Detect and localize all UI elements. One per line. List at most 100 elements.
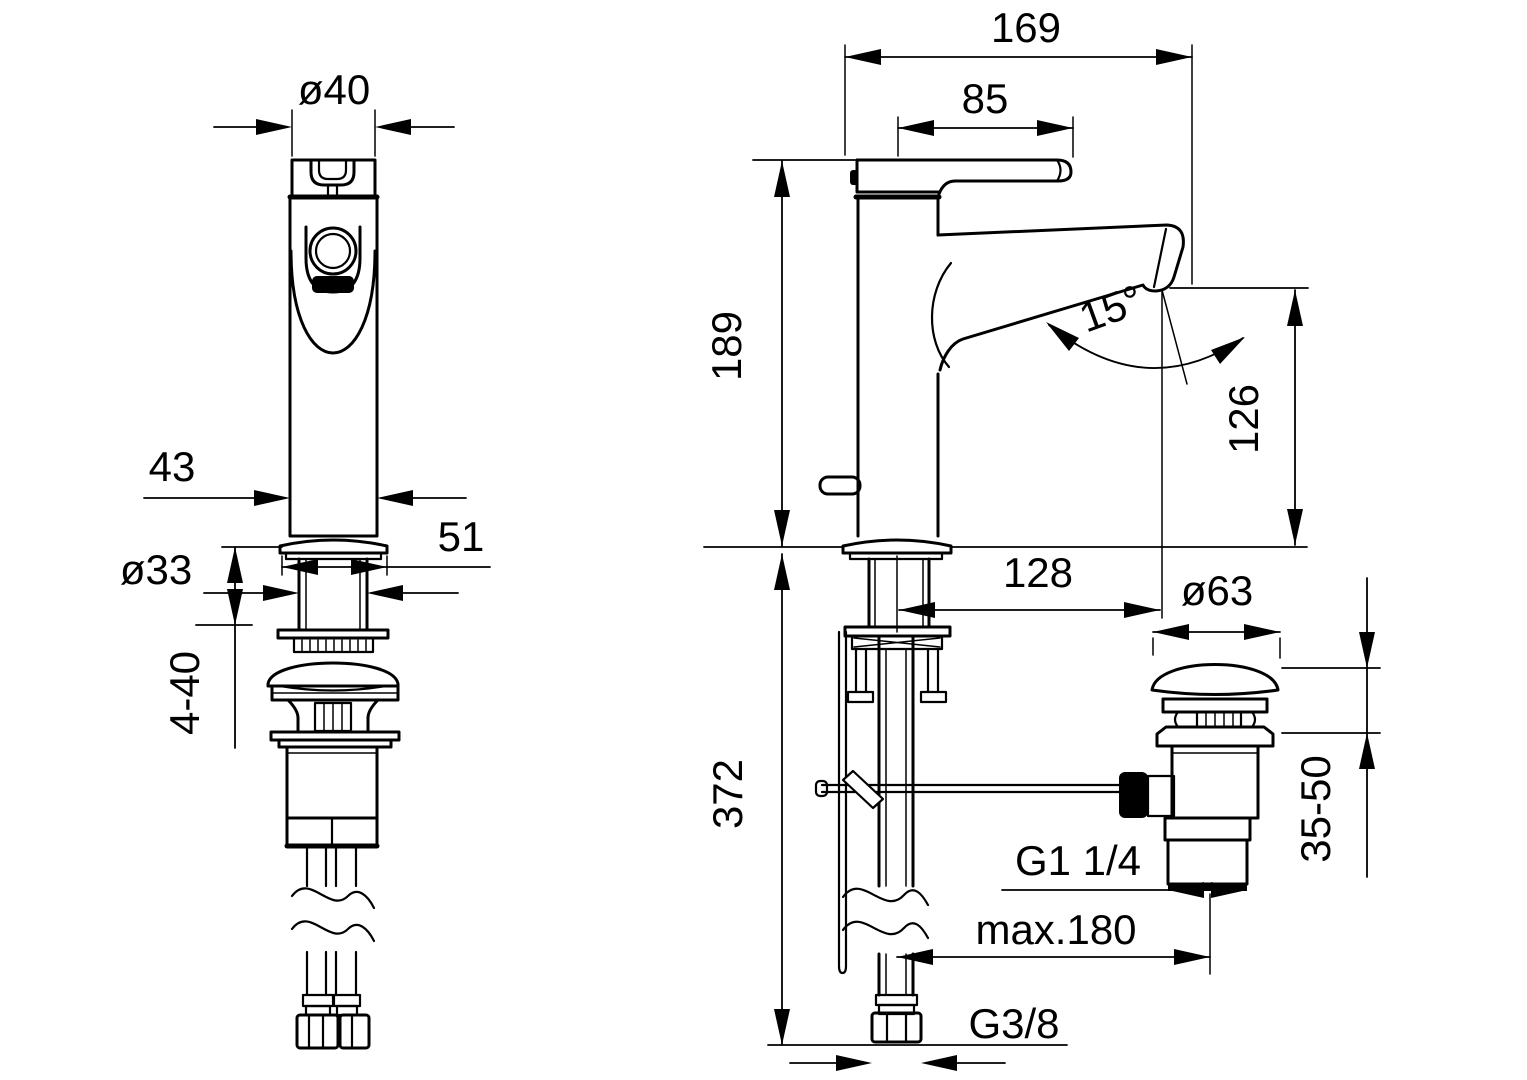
dim-label-4-40: 4-40 — [161, 651, 208, 735]
pop-up-rod — [837, 630, 848, 975]
front-view: ø40 43 — [120, 66, 491, 1050]
tailpiece-end — [1168, 884, 1247, 891]
spout-front — [289, 225, 377, 355]
arrowhead — [1287, 509, 1303, 545]
dimension-side-total-depth: 169 — [844, 4, 1193, 285]
dimension-supply-thread: G3/8 — [789, 1000, 1060, 1071]
waste-flange-plate — [1161, 697, 1269, 714]
aerator-slot — [312, 276, 354, 293]
arrowhead — [1046, 322, 1079, 351]
arrowhead — [836, 1055, 872, 1071]
mounting-hardware-side — [843, 625, 952, 704]
faucet-side — [818, 158, 1185, 633]
dim-label-g38: G3/8 — [968, 1000, 1059, 1047]
break-wave — [290, 887, 376, 910]
arrowhead — [367, 585, 403, 601]
arrowhead — [897, 949, 933, 965]
pop-up-waste — [1119, 663, 1280, 891]
supply-nut — [870, 1011, 923, 1044]
arrowhead — [845, 49, 881, 65]
washer — [276, 628, 390, 640]
dim-label-169: 169 — [991, 4, 1061, 51]
dimension-front-base-depth: 51 — [281, 513, 491, 576]
hose-nut — [338, 1013, 371, 1050]
hose-nut — [295, 1013, 340, 1050]
arrowhead — [1168, 882, 1204, 898]
dimension-max-drain-distance: max.180 — [896, 893, 1211, 975]
supply-hoses-front — [290, 844, 376, 1050]
arrowhead — [256, 119, 292, 135]
clamp-bracket — [850, 634, 944, 651]
rod-clamp — [841, 769, 885, 810]
dim-label-51: 51 — [438, 513, 485, 560]
shank-front — [297, 557, 369, 632]
bracket-foot — [846, 690, 875, 704]
break-wave — [290, 920, 376, 943]
dimension-front-shank-diameter: ø33 — [120, 546, 459, 601]
dim-label-o33: ø33 — [120, 546, 192, 593]
arrowhead — [1037, 120, 1073, 136]
waste-ribbed-ring — [1195, 710, 1243, 729]
arrowhead — [774, 1009, 790, 1045]
dim-label-128: 128 — [1003, 549, 1073, 596]
arrowhead — [375, 119, 411, 135]
arrowhead — [377, 490, 413, 506]
waste-tailpiece — [1166, 838, 1249, 886]
dome-washer — [266, 661, 400, 688]
arrowhead — [898, 120, 934, 136]
arrowhead — [1153, 624, 1189, 640]
angle-arc — [1048, 324, 1244, 369]
arrowhead — [1174, 949, 1210, 965]
arrowhead — [1211, 337, 1245, 364]
arrowhead — [921, 1055, 957, 1071]
arrowhead — [263, 585, 299, 601]
aerator-ring — [308, 226, 358, 276]
arrowhead — [227, 589, 243, 625]
side-view: 169 85 189 372 — [703, 4, 1381, 1071]
dimension-waste-cap-diameter: ø63 — [1152, 567, 1281, 659]
arrowhead — [774, 510, 790, 546]
dim-label-max180: max.180 — [975, 906, 1136, 953]
dim-label-o40: ø40 — [298, 66, 370, 113]
arrowhead — [1244, 624, 1280, 640]
dim-label-o63: ø63 — [1181, 567, 1253, 614]
dimension-waste-thread: G1 1/4 — [1001, 837, 1247, 898]
arrowhead — [1156, 49, 1192, 65]
arrowhead — [1124, 602, 1160, 618]
pop-up-lever-rod — [814, 769, 1124, 810]
handle-lever — [855, 158, 1073, 196]
supply-and-rod-side — [837, 630, 930, 1044]
dimension-front-body-width: 43 — [143, 443, 467, 506]
spout-blend-curve — [930, 261, 953, 369]
dim-label-g114: G1 1/4 — [1015, 837, 1141, 884]
handle-front — [287, 158, 380, 200]
waste-cap — [1150, 663, 1280, 696]
dim-label-189: 189 — [703, 311, 750, 381]
base-flange-front — [278, 538, 389, 561]
lift-rod-knob — [818, 475, 862, 496]
arrowhead — [774, 161, 790, 197]
break-wave — [841, 920, 930, 940]
dim-label-85: 85 — [962, 75, 1009, 122]
dim-label-372: 372 — [704, 759, 751, 829]
body-front — [288, 195, 379, 538]
dimension-basin-thickness-range: 35-50 — [1281, 577, 1381, 878]
arrowhead — [1359, 733, 1375, 769]
waste-clamp-flange — [1155, 725, 1275, 748]
arrowhead — [899, 602, 935, 618]
break-wave — [841, 887, 930, 907]
dimension-side-spout-reach: 128 — [898, 549, 1161, 618]
rod-end-cap — [814, 779, 829, 798]
arrowhead — [1359, 632, 1375, 668]
arrowhead — [1211, 882, 1247, 898]
pivot-knob — [1119, 772, 1148, 818]
handle-index-pin — [850, 170, 858, 185]
spout-side — [936, 223, 1185, 372]
shank-side — [867, 557, 931, 629]
arrowhead — [1287, 290, 1303, 326]
dim-label-43: 43 — [149, 443, 196, 490]
dimension-front-deck-range: 4-40 — [161, 546, 283, 749]
neck — [286, 698, 380, 733]
